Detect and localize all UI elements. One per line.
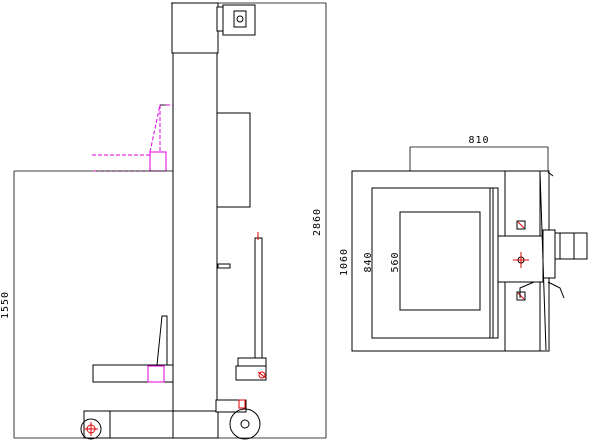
width-dimension-frame bbox=[409, 146, 549, 171]
mast-slot bbox=[217, 263, 231, 269]
top-view: 810 1060 840 560 bbox=[339, 135, 588, 352]
tow-handle bbox=[235, 232, 267, 381]
top-housing bbox=[171, 2, 219, 54]
dimension-1550: 1550 bbox=[0, 291, 11, 319]
platform-outline bbox=[399, 211, 481, 311]
plan-motor bbox=[519, 171, 588, 351]
dimension-560: 560 bbox=[390, 251, 401, 272]
dimension-2860: 2860 bbox=[312, 208, 323, 236]
lower-platform bbox=[92, 315, 174, 383]
top-motor bbox=[216, 4, 256, 36]
mast-column bbox=[172, 52, 218, 414]
dimension-810: 810 bbox=[468, 135, 489, 146]
front-wheel bbox=[80, 418, 102, 440]
table-height-frame bbox=[13, 170, 326, 439]
rear-wheel-hub bbox=[240, 419, 250, 429]
base-frame bbox=[83, 399, 247, 439]
dimension-840: 840 bbox=[363, 251, 374, 272]
side-cabinet bbox=[216, 112, 251, 208]
rear-wheel bbox=[229, 408, 261, 440]
side-view: 2860 1550 bbox=[0, 2, 327, 440]
upper-platform bbox=[92, 104, 173, 172]
dimension-1060: 1060 bbox=[339, 248, 350, 276]
mast-plan bbox=[489, 170, 544, 352]
